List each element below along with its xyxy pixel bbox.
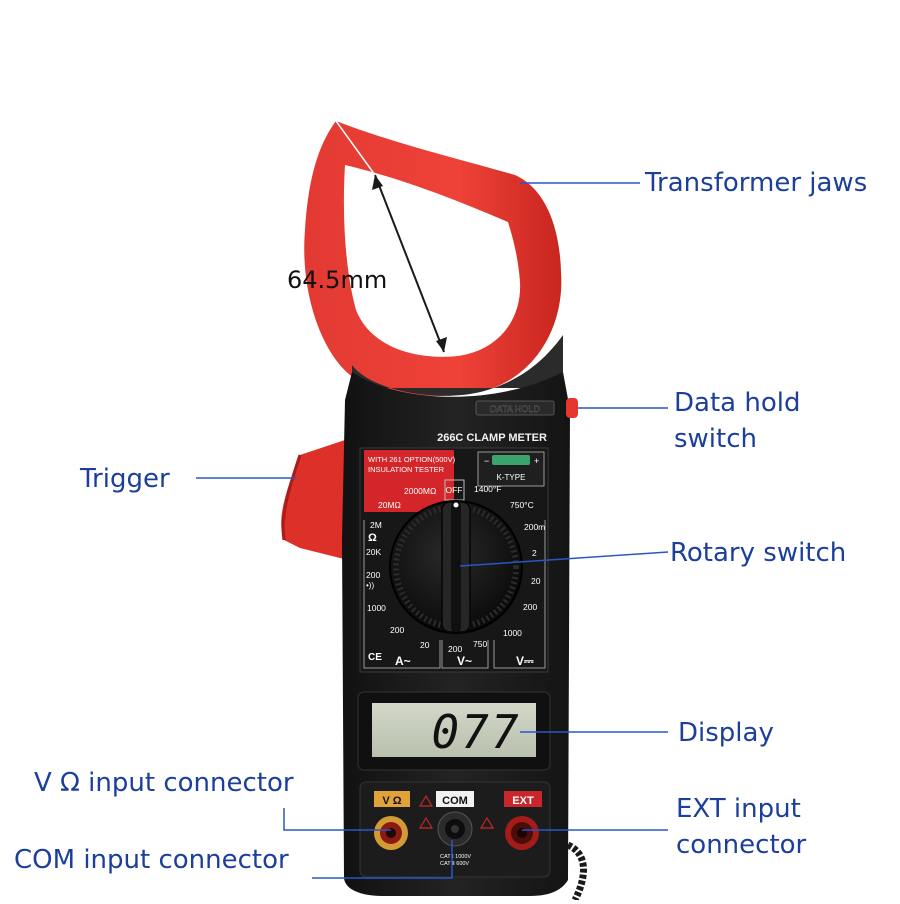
jaw-opening-dimension: 64.5mm <box>287 266 388 294</box>
off-label: OFF <box>446 485 463 495</box>
vohm-jack[interactable] <box>374 816 408 850</box>
dial-mark-2000mohm: 2000MΩ <box>404 486 436 496</box>
dial-mark-20k: 20K <box>366 547 381 557</box>
callout-rotary-switch: Rotary switch <box>670 538 847 568</box>
cat-label-1: CAT Ⅰ 1000V <box>440 854 471 860</box>
trigger <box>281 440 348 560</box>
leader-lines <box>196 182 669 879</box>
ext-jack[interactable] <box>505 816 539 850</box>
dial-mark-2m: 2M <box>370 520 382 530</box>
dial-mark-vdc-20: 20 <box>531 576 541 586</box>
dial-mark-vdc-200m: 200m <box>524 522 545 532</box>
insulation-label-1: WITH 261 OPTION(500V) <box>368 455 456 464</box>
display-reading: 077 <box>431 705 520 759</box>
dial-mark-vac-label: V~ <box>457 654 472 668</box>
lanyard <box>566 841 587 902</box>
insulation-label-2: INSULATION TESTER <box>368 465 445 474</box>
callout-data-hold-2: switch <box>674 424 758 454</box>
dial-mark-vac-750: 750 <box>473 639 487 649</box>
dimension-arrow <box>335 120 447 353</box>
dial-mark-ohm: Ω <box>368 532 377 544</box>
dial-mark-vdc-200: 200 <box>523 602 537 612</box>
transformer-jaw <box>304 121 562 396</box>
data-hold-label: DATA HOLD <box>490 404 540 414</box>
com-jack[interactable] <box>437 811 473 847</box>
insulation-box <box>364 450 454 512</box>
dial-mark-20mohm: 20MΩ <box>378 500 401 510</box>
dial-mark-750c: 750°C <box>510 500 534 510</box>
callout-vohm-connector: V Ω input connector <box>34 768 294 798</box>
callout-display: Display <box>678 718 774 748</box>
data-hold-button[interactable] <box>566 398 578 418</box>
vohm-jack-label: V Ω <box>382 795 401 807</box>
dial-mark-ohm-200: 200 <box>366 570 380 580</box>
callout-data-hold-1: Data hold <box>674 388 801 418</box>
dial-mark-a-1000: 1000 <box>367 603 386 613</box>
ktype-minus: − <box>484 456 489 466</box>
dial-mark-vdc-2: 2 <box>532 548 537 558</box>
ce-mark: CE <box>368 652 382 663</box>
dial-mark-a-20: 20 <box>420 640 430 650</box>
callout-trigger: Trigger <box>80 464 170 494</box>
dial-mark-vdc-label: V⎓ <box>516 654 534 668</box>
dial-mark-a-label: A~ <box>395 654 411 668</box>
cat-label-2: CAT Ⅱ 600V <box>440 861 469 867</box>
ext-jack-label: EXT <box>512 795 534 807</box>
ktype-label: K-TYPE <box>497 473 526 482</box>
callout-transformer-jaws: Transformer jaws <box>645 168 868 198</box>
model-label: 266C CLAMP METER <box>437 432 547 444</box>
dial-mark-1400f: 1400°F <box>474 484 502 494</box>
rotary-switch[interactable] <box>389 500 523 634</box>
callout-ext-connector-2: connector <box>676 830 807 860</box>
com-jack-label: COM <box>442 795 468 807</box>
dial-mark-vac-200: 200 <box>448 644 462 654</box>
callout-ext-connector-1: EXT input <box>676 794 801 824</box>
callout-com-connector: COM input connector <box>14 845 289 875</box>
ktype-plus: + <box>534 456 539 466</box>
dial-mark-vdc-1000: 1000 <box>503 628 522 638</box>
dial-mark-continuity: •)) <box>366 581 374 590</box>
dial-mark-a-200: 200 <box>390 625 404 635</box>
lcd-screen <box>372 703 536 757</box>
